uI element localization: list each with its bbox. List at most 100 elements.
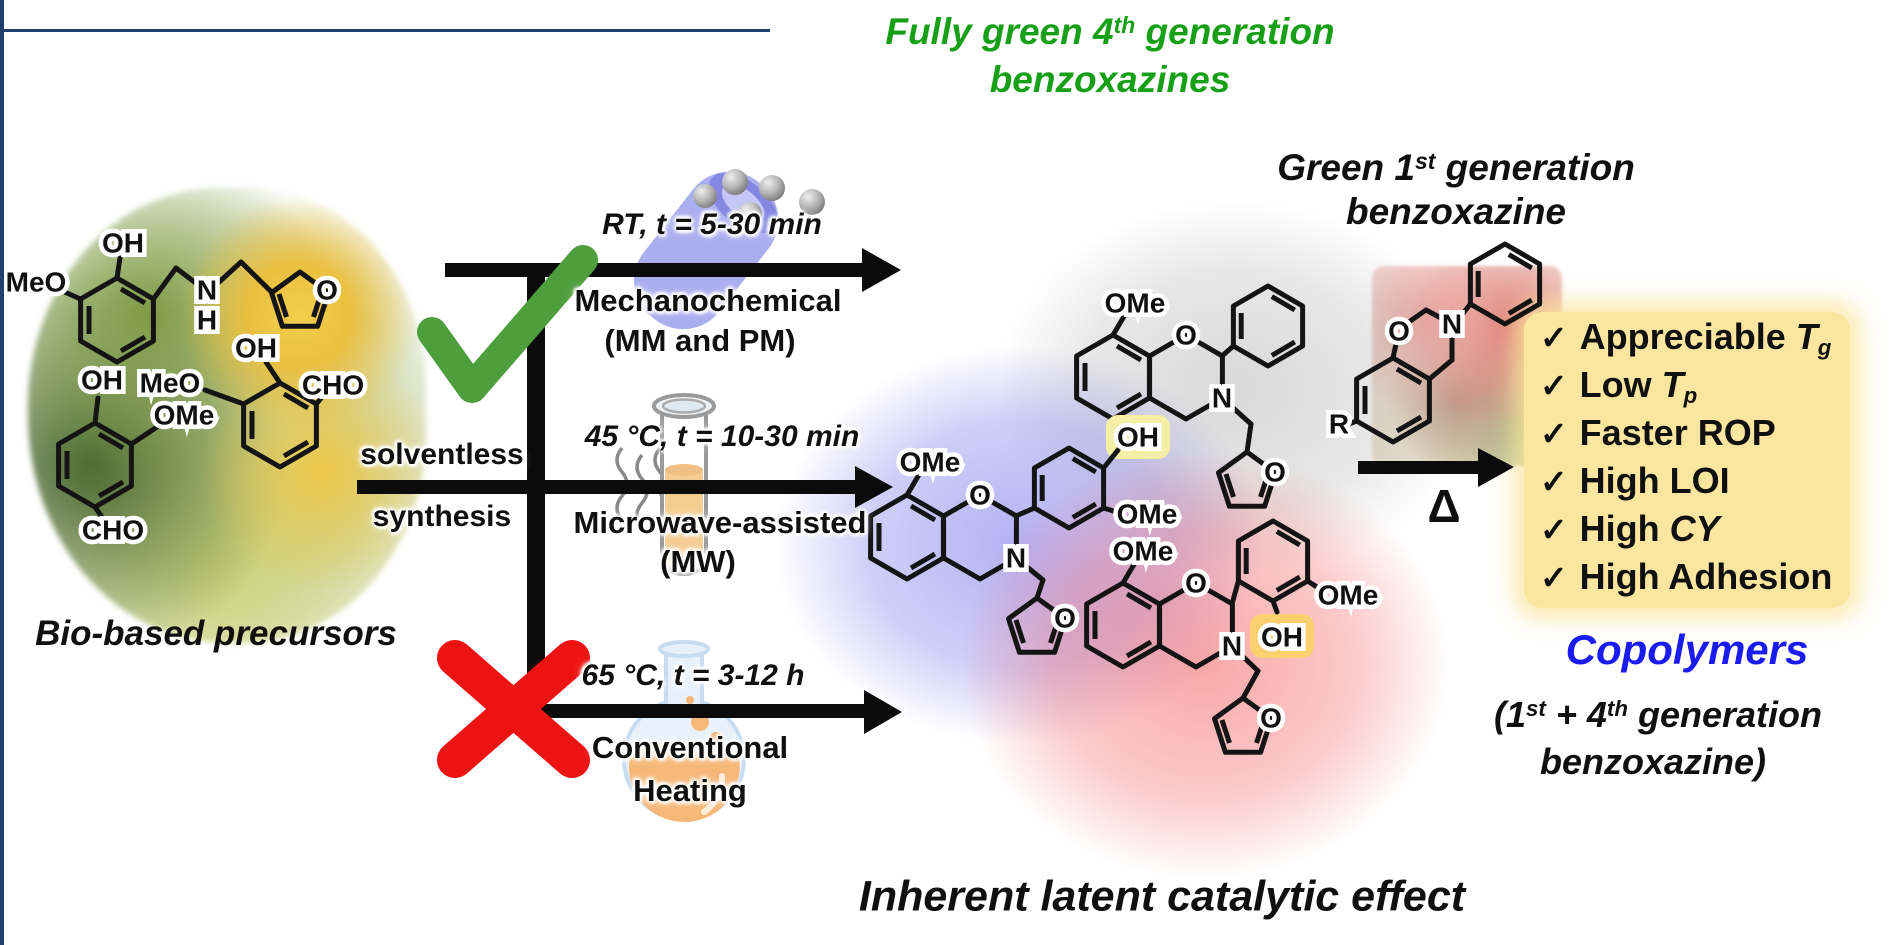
copolymers-sub-pre: (1 bbox=[1493, 694, 1527, 735]
green-check-icon bbox=[417, 245, 598, 403]
benefit-item: ✓High CY bbox=[1540, 508, 1720, 550]
red-highlight-blob bbox=[965, 455, 1445, 875]
check-icon: ✓ bbox=[1540, 319, 1568, 356]
atom-label: OMe bbox=[1105, 288, 1166, 319]
benefit-text: Appreciable bbox=[1579, 316, 1796, 357]
atom-label: O bbox=[1388, 316, 1410, 347]
gen1-benzoxazine-structure: O N R bbox=[1324, 244, 1540, 442]
product-gray-structure: OMe O N O bbox=[1077, 283, 1303, 506]
flask-icon bbox=[622, 640, 746, 823]
atom-label: MeO bbox=[6, 267, 67, 298]
main-title-pre: Fully green 4 bbox=[885, 11, 1114, 52]
benefit-text: High Adhesion bbox=[1579, 556, 1833, 597]
precursor-structures: OH MeO N H O OH OMe CHO OH MeO CHO bbox=[1, 223, 368, 550]
benefit-symbol: CY bbox=[1669, 508, 1720, 549]
atom-label: OMe bbox=[900, 447, 961, 478]
atom-label: MeO bbox=[140, 368, 201, 399]
benefit-item: ✓ High Adhesion bbox=[1540, 556, 1832, 598]
branch-method-conventional: Conventional bbox=[591, 730, 789, 765]
atom-label: OMe bbox=[1318, 580, 1379, 611]
branch-condition-microwave: 45 °C, t = 10-30 min bbox=[584, 420, 860, 453]
benefit-subscript: g bbox=[1817, 335, 1832, 361]
product-blue-structure: OMe O N OH OMe O bbox=[871, 415, 1182, 652]
atom-label: OMe bbox=[154, 400, 215, 431]
benefit-symbol: T bbox=[1661, 364, 1684, 405]
check-icon: ✓ bbox=[1540, 559, 1568, 596]
atom-label: O bbox=[1264, 457, 1286, 488]
benefit-item: ✓ Faster ROP bbox=[1540, 412, 1776, 454]
atom-label: OH bbox=[102, 228, 144, 259]
main-title-line2: benzoxazines bbox=[989, 59, 1231, 100]
atom-label: O bbox=[969, 480, 991, 511]
atom-label: H bbox=[197, 305, 217, 336]
atom-label: N bbox=[1006, 543, 1026, 574]
branch-condition-mechanochemical: RT, t = 5-30 min bbox=[602, 208, 822, 241]
main-title-sup: th bbox=[1113, 11, 1136, 38]
branch-method-conventional-2: Heating bbox=[633, 773, 747, 808]
branch-method-microwave: Microwave-assisted bbox=[573, 505, 867, 540]
solventless-label-line1: solventless bbox=[360, 438, 524, 471]
oh-highlight bbox=[1250, 614, 1314, 658]
footer-caption: Inherent latent catalytic effect bbox=[858, 872, 1466, 921]
branch-method-microwave-2: (MW) bbox=[660, 544, 736, 579]
atom-label: CHO bbox=[82, 515, 144, 546]
atom-label: OMe bbox=[1117, 499, 1178, 530]
benefit-subscript: p bbox=[1683, 383, 1698, 409]
flow-arrows bbox=[357, 248, 1514, 734]
atom-label: N bbox=[1212, 383, 1232, 414]
main-title-line1: Fully green 4th generation bbox=[885, 11, 1334, 53]
red-cross-icon bbox=[437, 640, 590, 778]
benefits-panel bbox=[1524, 312, 1850, 608]
copolymers-sub-post: generation bbox=[1627, 694, 1823, 735]
benefit-text: Faster ROP bbox=[1579, 412, 1776, 453]
benefit-symbol: T bbox=[1795, 316, 1818, 357]
atom-label: N bbox=[1442, 309, 1462, 340]
benefit-text: Low bbox=[1579, 364, 1662, 405]
atom-label: OH bbox=[1117, 422, 1159, 453]
ball-mill-icon bbox=[634, 169, 825, 330]
benefit-item: ✓ Low Tp bbox=[1540, 364, 1698, 409]
atom-label: O bbox=[316, 275, 338, 306]
branch-method-mechanochemical-2: (MM and PM) bbox=[604, 323, 796, 358]
frame-top-border bbox=[0, 29, 770, 32]
atom-label: O bbox=[1175, 320, 1197, 351]
check-icon: ✓ bbox=[1540, 463, 1568, 500]
check-icon: ✓ bbox=[1540, 415, 1568, 452]
branch-condition-conventional: 65 °C, t = 3-12 h bbox=[581, 659, 805, 692]
benefit-text: High LOI bbox=[1579, 460, 1730, 501]
branch-method-mechanochemical: Mechanochemical bbox=[574, 283, 842, 318]
atom-label: R bbox=[1329, 409, 1349, 440]
copolymers-sub-mid: + 4 bbox=[1545, 694, 1607, 735]
benefit-item: ✓ Appreciable Tg bbox=[1540, 316, 1832, 361]
delta-heat-symbol: Δ bbox=[1427, 480, 1461, 532]
atom-label: O bbox=[1185, 568, 1207, 599]
atom-label: OH bbox=[81, 365, 123, 396]
atom-label: OH bbox=[235, 333, 277, 364]
gen1-title-post: generation bbox=[1435, 147, 1635, 188]
atom-label: N bbox=[1222, 631, 1242, 662]
solventless-label-line2: synthesis bbox=[372, 500, 512, 533]
atom-label: OH bbox=[1261, 622, 1303, 653]
copolymers-title: Copolymers bbox=[1565, 626, 1809, 673]
main-title-post: generation bbox=[1135, 11, 1335, 52]
gen1-title-sup: st bbox=[1414, 147, 1436, 174]
product-red-structure: OMe O N OH OMe O bbox=[1087, 521, 1383, 752]
frame-left-border bbox=[0, 0, 4, 945]
gen1-title-line1: Green 1st generation bbox=[1277, 147, 1635, 189]
atom-label: O bbox=[1054, 603, 1076, 634]
copolymers-sub-line2: benzoxazine) bbox=[1539, 741, 1767, 782]
atom-label: O bbox=[1260, 703, 1282, 734]
gen1-title-line2: benzoxazine bbox=[1346, 191, 1566, 232]
benefit-text: High bbox=[1579, 508, 1670, 549]
copolymers-sub-sup2: th bbox=[1606, 695, 1628, 721]
check-icon: ✓ bbox=[1540, 367, 1568, 404]
atom-label: CHO bbox=[302, 370, 364, 401]
oh-highlight bbox=[1106, 415, 1170, 459]
copolymers-sub-line1: (1st + 4th generation bbox=[1494, 694, 1822, 736]
bio-precursors-caption: Bio-based precursors bbox=[35, 614, 397, 653]
benefit-item: ✓ High LOI bbox=[1540, 460, 1730, 502]
gen1-title-pre: Green 1 bbox=[1277, 147, 1415, 188]
atom-label: N bbox=[197, 275, 217, 306]
